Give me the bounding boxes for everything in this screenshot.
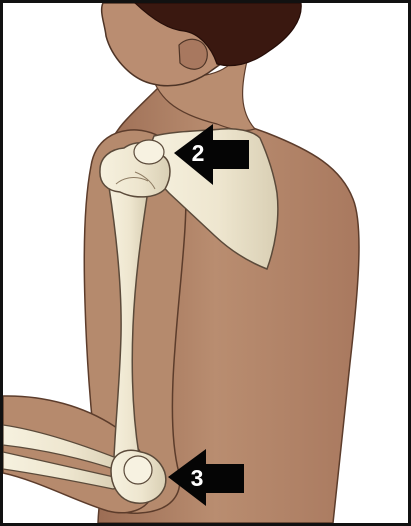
ear bbox=[179, 39, 207, 69]
shoulder-joint-bone bbox=[134, 140, 164, 164]
anatomy-illustration bbox=[3, 3, 408, 523]
elbow-condyle bbox=[124, 456, 152, 484]
